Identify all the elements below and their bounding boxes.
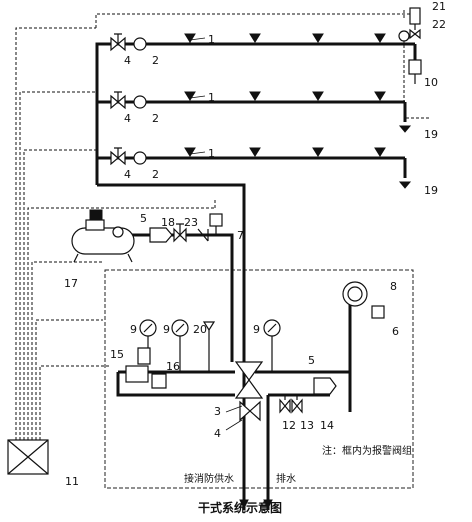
label-5a: 5 (140, 212, 147, 225)
leader-lines (189, 37, 243, 431)
label-3: 3 (214, 405, 221, 418)
label-1c: 1 (208, 147, 215, 160)
control-box (7, 439, 49, 475)
label-13: 13 (300, 419, 314, 432)
label-8: 8 (390, 280, 397, 293)
label-14: 14 (320, 419, 334, 432)
label-2b: 2 (152, 112, 159, 125)
pressure-gauges (139, 319, 281, 372)
label-21: 21 (432, 0, 446, 13)
signal-lines (15, 10, 430, 440)
branch-valves (110, 33, 147, 166)
label-12: 12 (282, 419, 296, 432)
label-6: 6 (392, 325, 399, 338)
label-15: 15 (110, 348, 124, 361)
alarm-valve-group-box (104, 269, 414, 489)
alarm-devices (279, 281, 385, 414)
label-17: 17 (64, 277, 78, 290)
label-4c: 4 (124, 168, 131, 181)
alarm-valve (234, 361, 264, 422)
label-10: 10 (424, 76, 438, 89)
label-19a: 19 (424, 128, 438, 141)
diagram-title: 干式系统示意图 (198, 500, 282, 515)
pipework (95, 42, 417, 510)
label-1b: 1 (208, 91, 215, 104)
label-5b: 5 (308, 354, 315, 367)
label-2a: 2 (152, 54, 159, 67)
sprinklers (184, 33, 386, 157)
label-18: 18 (161, 216, 175, 229)
supply-arrow (239, 499, 249, 510)
supply-label: 接消防供水 (184, 472, 234, 485)
label-9b: 9 (163, 323, 170, 336)
accelerator (125, 347, 167, 389)
label-11: 11 (65, 475, 79, 488)
drain-label: 排水 (276, 472, 296, 485)
label-23: 23 (184, 216, 198, 229)
label-22: 22 (432, 18, 446, 31)
label-4b: 4 (124, 112, 131, 125)
drain-arrow (263, 499, 273, 510)
label-9c: 9 (253, 323, 260, 336)
label-20: 20 (193, 323, 207, 336)
label-19b: 19 (424, 184, 438, 197)
label-16: 16 (166, 360, 180, 373)
air-line-fittings (149, 213, 223, 243)
label-7: 7 (237, 229, 244, 242)
label-1a: 1 (208, 33, 215, 46)
terminal-devices (398, 7, 422, 189)
label-2c: 2 (152, 168, 159, 181)
label-9a: 9 (130, 323, 137, 336)
air-compressor (71, 209, 135, 263)
label-4a: 4 (124, 54, 131, 67)
valve-group-note: 注：框内为报警阀组 (322, 444, 412, 457)
label-4d: 4 (214, 427, 221, 440)
